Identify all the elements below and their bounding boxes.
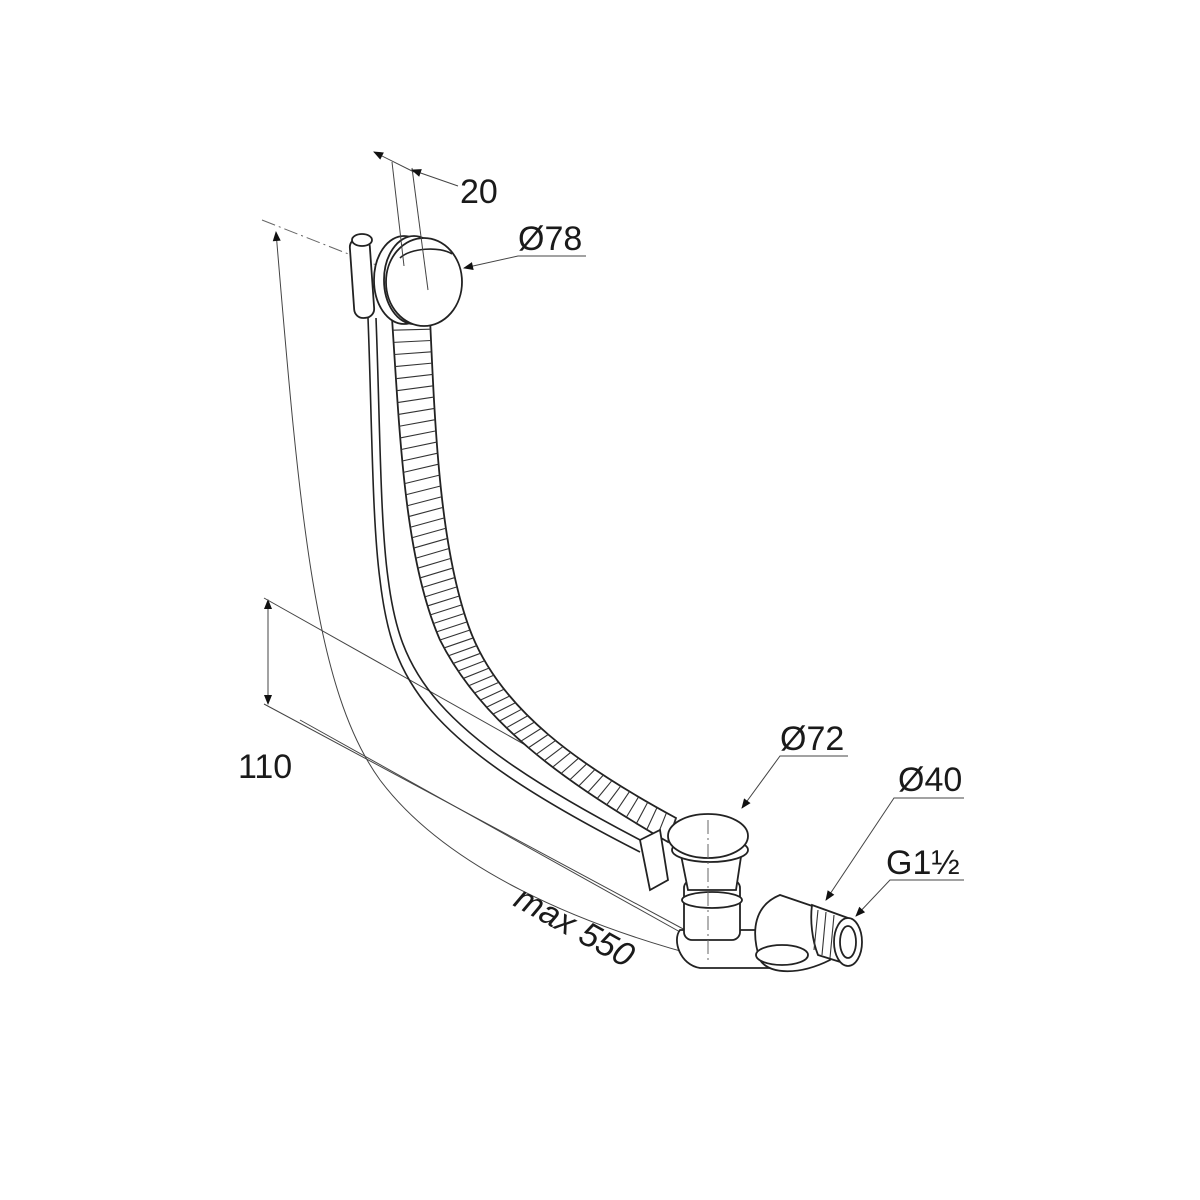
overflow-diameter-callout: Ø78 xyxy=(463,220,586,270)
hose-rib xyxy=(463,667,490,679)
dim-110-label: 110 xyxy=(238,748,292,786)
hose-rib xyxy=(513,721,535,735)
hose-rib xyxy=(528,734,549,749)
dim-o72-label: Ø72 xyxy=(780,720,844,758)
hose-rib xyxy=(397,396,434,404)
hose-rib xyxy=(405,485,441,496)
outlet-diameter-callout: Ø40 xyxy=(825,761,964,901)
hose-rib xyxy=(401,441,437,451)
hose-rib xyxy=(417,557,452,569)
hose-rib xyxy=(393,339,432,343)
hose-rib xyxy=(415,547,450,559)
hose-rib xyxy=(422,577,455,589)
hose-rib xyxy=(646,807,658,830)
hose-rib xyxy=(424,586,458,598)
dim-o78-label: Ø78 xyxy=(518,220,582,258)
hose-rib xyxy=(419,567,453,579)
hose-rib xyxy=(560,757,579,774)
hose-rib xyxy=(394,351,432,356)
hose-rib xyxy=(400,430,437,439)
hose-rib xyxy=(410,517,445,528)
hose-rib xyxy=(492,702,516,715)
hose-rib xyxy=(457,660,485,672)
hose-rib xyxy=(596,780,613,799)
hose-rib xyxy=(535,740,556,755)
hose-rib xyxy=(552,751,572,768)
length-dimension-curve xyxy=(272,231,707,959)
hose-rib xyxy=(635,802,649,824)
hose-rib xyxy=(392,328,431,331)
hose-rib xyxy=(408,506,444,518)
hose-rib xyxy=(407,496,442,507)
hose-rib xyxy=(578,769,596,787)
centerline-overflow xyxy=(261,219,441,291)
hose-rib xyxy=(413,537,448,549)
hose-rib xyxy=(430,604,462,616)
bowden-cable xyxy=(367,317,641,853)
hose-rib xyxy=(396,385,434,392)
hose-rib xyxy=(436,621,468,633)
hose-rib xyxy=(569,763,587,781)
overflow-head xyxy=(348,161,463,327)
dim-thread-label: G1½ xyxy=(886,844,960,882)
hose-rib xyxy=(480,688,505,701)
dim-o40-label: Ø40 xyxy=(898,761,962,799)
hose-rib xyxy=(443,637,474,649)
hose-rib xyxy=(411,527,446,539)
waste-diameter-callout: Ø72 xyxy=(741,720,848,809)
thread-callout: G1½ xyxy=(855,844,964,917)
hose-rib xyxy=(395,373,433,380)
hose-rib xyxy=(399,419,436,427)
hose-rib xyxy=(395,362,433,368)
hose-rib xyxy=(544,746,564,762)
overflow-depth-dimension: 20 xyxy=(373,151,498,211)
hose-rib xyxy=(448,645,477,657)
hose-rib xyxy=(615,791,630,812)
hose-rib xyxy=(398,407,435,415)
hose-rib xyxy=(427,595,460,607)
dim-20-label: 20 xyxy=(460,173,498,211)
hose-rib xyxy=(439,629,471,641)
outlet-elbow xyxy=(754,894,863,973)
hose-rib xyxy=(625,796,640,818)
hose-rib xyxy=(506,715,529,729)
max-length-dimension xyxy=(299,719,699,943)
hose-rib xyxy=(404,474,440,485)
hose-rib xyxy=(520,727,542,742)
hose-rib xyxy=(452,652,481,664)
hose-rib xyxy=(499,708,522,722)
hose-rib xyxy=(433,612,465,625)
hose-rib xyxy=(468,674,494,687)
hose-rib xyxy=(486,695,510,708)
hose-rib xyxy=(474,681,499,694)
hose-rib xyxy=(587,774,604,793)
hose-rib xyxy=(402,452,438,462)
hose-rib xyxy=(403,463,439,473)
hose-rib xyxy=(606,785,622,806)
flexible-hose xyxy=(391,317,678,844)
dim-max-550-label: max 550 xyxy=(508,879,641,976)
